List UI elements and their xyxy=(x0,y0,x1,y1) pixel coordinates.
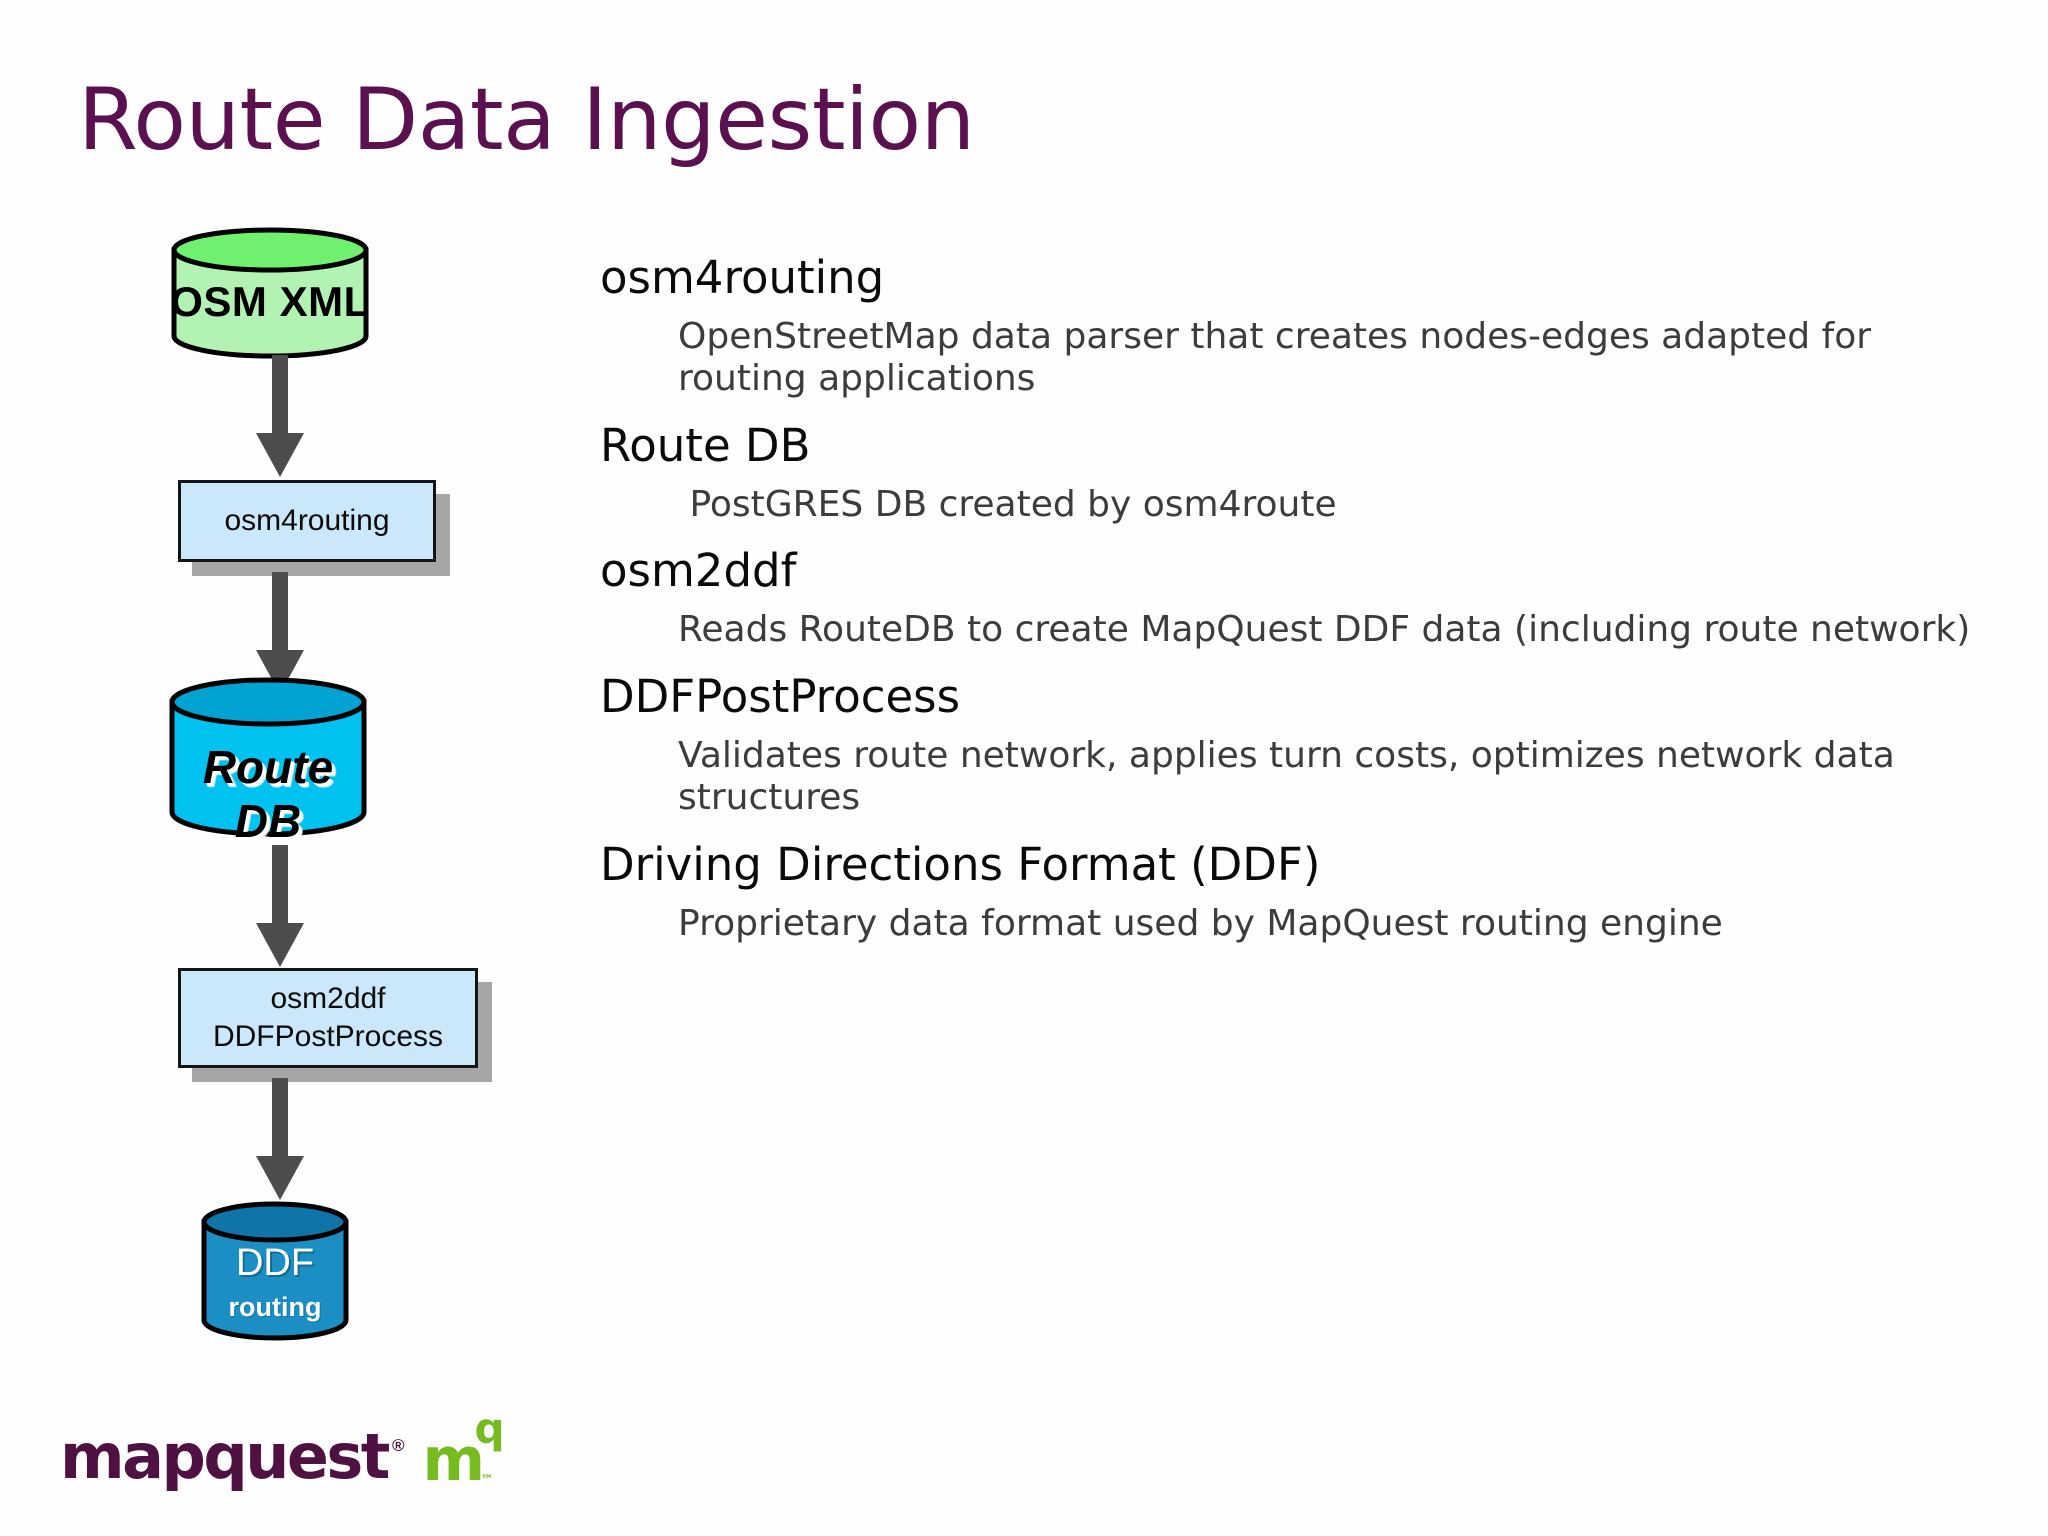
node-ddf-label: DDF xyxy=(235,1242,315,1284)
mq-mark-q: q xyxy=(474,1404,504,1453)
node-ddf: DDF routing xyxy=(200,1200,350,1345)
arrow-osm4routing-to-routedb xyxy=(252,572,308,700)
content-block: osm4routing OpenStreetMap data parser th… xyxy=(600,255,2000,401)
content-block: DDFPostProcess Validates route network, … xyxy=(600,674,2000,820)
content-list: osm4routing OpenStreetMap data parser th… xyxy=(600,255,2000,967)
node-osm-xml: OSM XML xyxy=(170,227,370,359)
node-osm4routing: osm4routing xyxy=(178,480,450,576)
mq-mark-m: m xyxy=(422,1425,485,1495)
node-route-db: Route DB xyxy=(168,677,368,847)
block-heading: Route DB xyxy=(600,418,811,472)
page-title: Route Data Ingestion xyxy=(78,70,975,170)
arrow-osm2ddf-to-ddf xyxy=(252,1078,308,1206)
content-block: Route DB PostGRES DB created by osm4rout… xyxy=(600,423,2000,526)
node-osm2ddf-ddfpostprocess: osm2ddf DDFPostProcess xyxy=(178,968,492,1082)
block-heading: osm4routing xyxy=(600,251,885,304)
content-block: osm2ddf Reads RouteDB to create MapQuest… xyxy=(600,548,2000,651)
mapquest-logo: mapquest ® m q ™ xyxy=(60,1408,505,1493)
registered-mark-icon: ® xyxy=(391,1436,405,1455)
node-ddf-sublabel: routing xyxy=(228,1292,322,1322)
block-body: OpenStreetMap data parser that creates n… xyxy=(678,316,1883,400)
trademark-icon: ™ xyxy=(480,1473,493,1488)
arrow-osmxml-to-osm4routing xyxy=(252,355,308,483)
pipeline-diagram: OSM XML osm4routing Route DB xyxy=(0,0,492,1400)
node-osm2ddf-label-line2: DDFPostProcess xyxy=(212,1020,444,1053)
mq-mark-icon: m q ™ xyxy=(422,1408,504,1491)
box-face: osm4routing xyxy=(178,480,436,562)
mapquest-wordmark: mapquest xyxy=(60,1420,390,1493)
block-body: PostGRES DB created by osm4route xyxy=(678,483,1337,525)
content-block: Driving Directions Format (DDF) Propriet… xyxy=(600,842,2000,945)
block-heading: osm2ddf xyxy=(600,544,797,598)
node-osm2ddf-label-line1: osm2ddf xyxy=(270,981,386,1015)
node-osm4routing-label: osm4routing xyxy=(224,503,390,537)
block-heading: DDFPostProcess xyxy=(600,669,961,723)
block-body: Reads RouteDB to create MapQuest DDF dat… xyxy=(678,609,1971,651)
block-body: Validates route network, applies turn co… xyxy=(678,734,1907,819)
box-face: osm2ddf DDFPostProcess xyxy=(178,968,478,1068)
arrow-routedb-to-osm2ddf xyxy=(252,845,308,973)
block-heading: Driving Directions Format (DDF) xyxy=(600,837,1321,891)
block-body: Proprietary data format used by MapQuest… xyxy=(678,902,1723,944)
